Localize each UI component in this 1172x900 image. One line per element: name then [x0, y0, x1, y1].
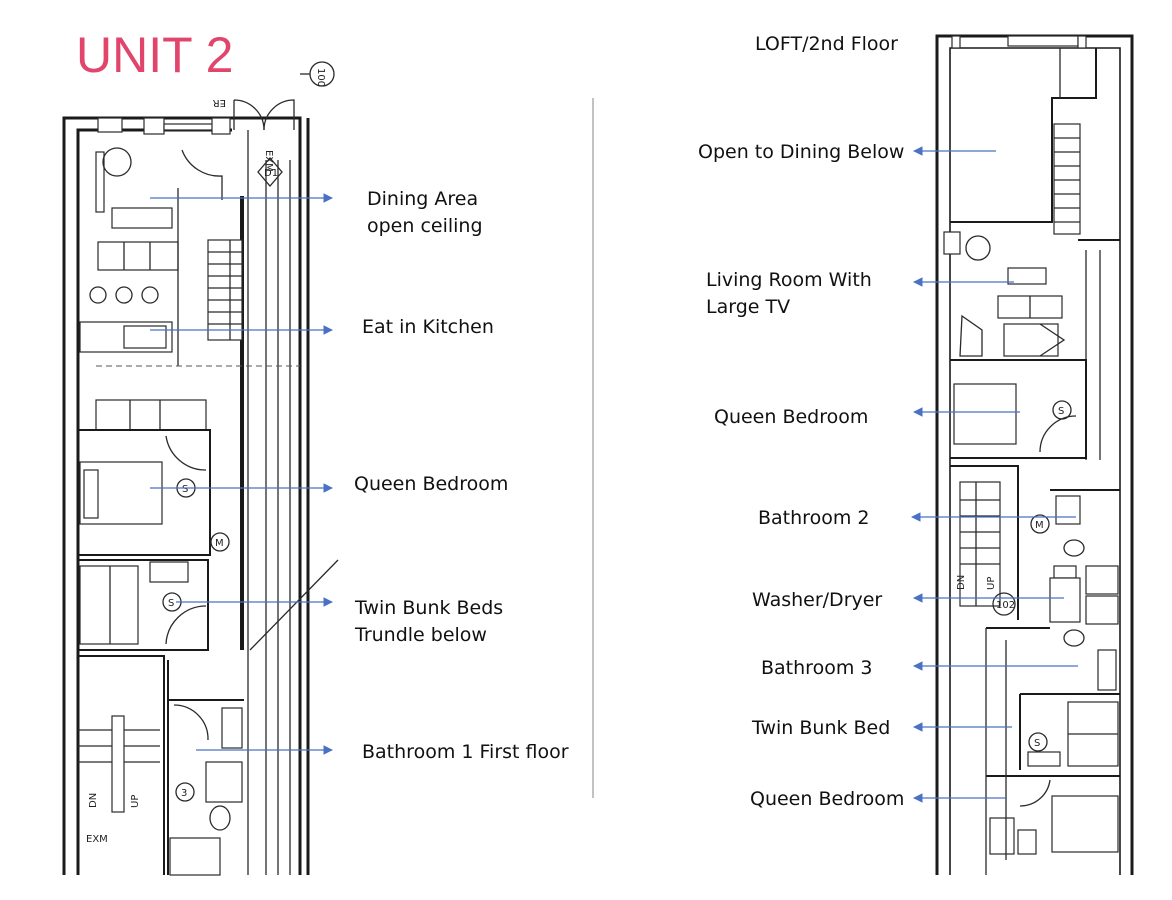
label-washer-dryer: Washer/Dryer	[752, 589, 882, 611]
s-mark-1: S	[182, 484, 188, 495]
up-mark-2: UP	[986, 577, 997, 590]
exm-tag-2: EXM	[86, 834, 108, 845]
label-twin-bunk-bed: Twin Bunk Bed	[751, 717, 890, 739]
s-mark-3: S	[1058, 406, 1064, 417]
left-floor-plan: 100 ER EXM D1	[62, 61, 339, 876]
unit-title: UNIT 2	[76, 27, 233, 83]
dn-mark-2: DN	[956, 575, 967, 590]
label-trundle-below: Trundle below	[354, 624, 487, 646]
d1-tag: D1	[264, 168, 278, 179]
s-mark-2: S	[168, 598, 174, 609]
label-bathroom-2: Bathroom 2	[758, 507, 869, 529]
er-tag: ER	[213, 97, 226, 108]
m-mark-2: M	[1035, 520, 1044, 531]
door-tag-100: 100	[315, 68, 326, 87]
label-queen-bedroom-2: Queen Bedroom	[714, 406, 868, 428]
m-mark-1: M	[215, 538, 224, 549]
left-callouts: Dining Area open ceiling Eat in Kitchen …	[150, 188, 569, 763]
up-mark-1: UP	[130, 795, 141, 808]
exm-tag: EXM	[263, 150, 274, 172]
label-eat-in-kitchen: Eat in Kitchen	[362, 316, 494, 338]
label-bathroom-3: Bathroom 3	[761, 657, 872, 679]
num3-mark: 3	[181, 788, 187, 799]
label-queen-bedroom-1: Queen Bedroom	[354, 473, 508, 495]
right-floor-plan: S DN UP 102 M S	[935, 34, 1134, 875]
dn-mark-1: DN	[88, 793, 99, 808]
label-open-to-dining: Open to Dining Below	[698, 141, 904, 163]
s-mark-4: S	[1034, 738, 1040, 749]
label-queen-bedroom-3: Queen Bedroom	[750, 788, 904, 810]
label-twin-bunk-beds: Twin Bunk Beds	[354, 597, 503, 619]
label-large-tv: Large TV	[706, 296, 790, 318]
label-bathroom-1: Bathroom 1 First floor	[362, 741, 569, 763]
label-living-room: Living Room With	[706, 269, 872, 291]
label-open-ceiling: open ceiling	[367, 215, 483, 237]
right-callouts: Open to Dining Below Living Room With La…	[698, 141, 1078, 810]
loft-heading: LOFT/2nd Floor	[755, 33, 898, 55]
label-dining-area: Dining Area	[367, 188, 478, 210]
num102-mark: 102	[996, 600, 1015, 611]
